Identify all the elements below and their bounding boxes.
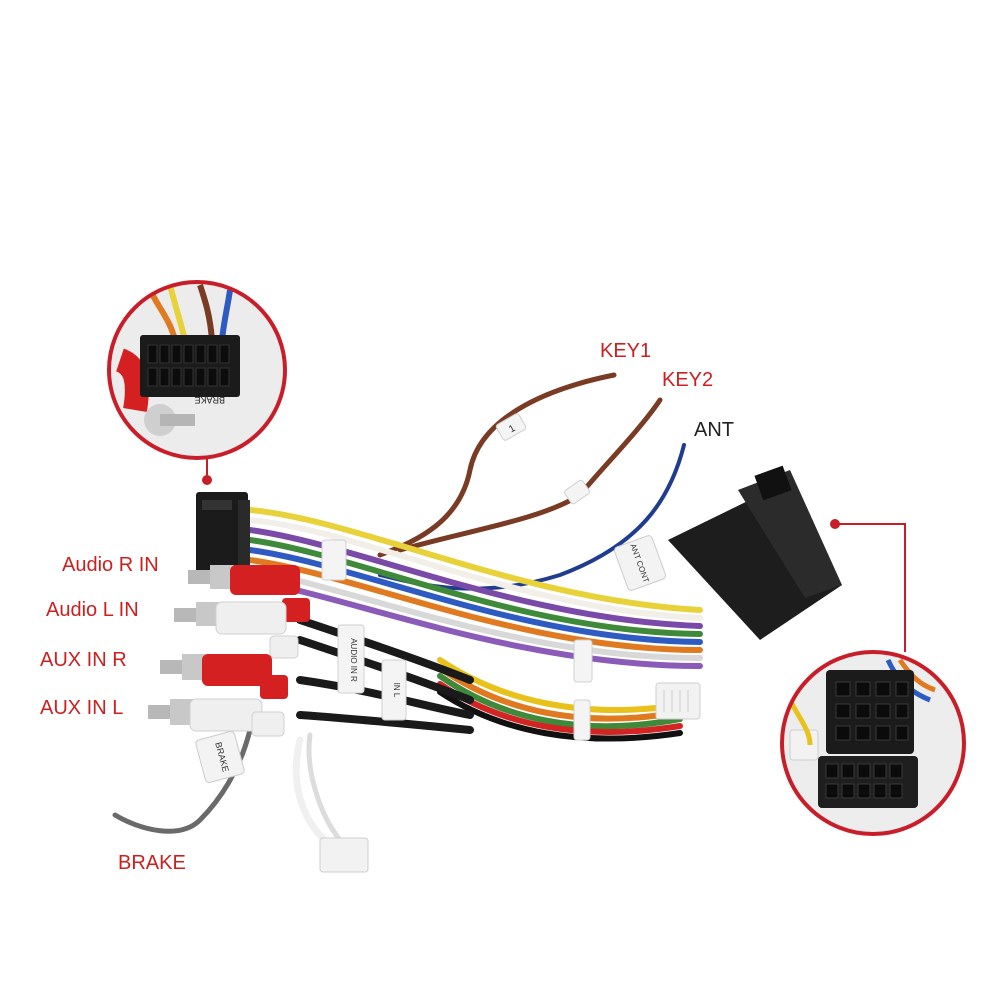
label-audio-r-in: Audio R IN [62,554,159,576]
white-lead [292,736,334,849]
callout-dot-right [830,519,840,529]
label-brake: BRAKE [118,852,186,874]
zoom-circle-right [780,650,966,836]
wire-tags: 1 ANT CONT AUDIO IN R IN L BRAKE [195,413,667,784]
bundle-tie-left [321,539,347,581]
right-iso-connector [668,465,842,640]
callout-lines [202,458,906,652]
callout-dot-left [202,475,212,485]
label-key1: KEY1 [600,340,652,362]
audio-tag2-text: IN L [392,683,401,698]
zoom-brake-tag-text: BRAKE [194,395,225,405]
label-aux-in-l: AUX IN L [40,697,124,719]
key2-tag [564,479,590,505]
label-aux-in-r: AUX IN R [40,649,127,671]
zoom-circle-right-border [780,650,966,836]
label-key2: KEY2 [662,369,714,391]
audio-tag-2 [381,659,407,721]
audio-tag [337,624,365,694]
key1-tag-text: 1 [507,423,518,436]
small-white-plug [655,682,701,720]
zoom-circle-left-border [107,280,287,460]
label-audio-l-in: Audio L IN [46,599,139,621]
ant-tag [613,535,667,591]
label-ant: ANT [694,419,734,441]
key2-wire [397,397,663,553]
brake-plug [319,837,369,873]
zoomed-16pin-socket [140,335,240,397]
rca-aux-in-r [160,654,288,699]
left-16pin-connector [196,492,250,578]
rca-audio-l-in [174,601,299,659]
key1-wire [377,372,617,558]
key1-tag [495,413,527,441]
rca-plugs [148,565,310,737]
callout-line-right [836,523,906,652]
zoom-circle-left: BRAKE [107,280,287,460]
rca-audio-r-in [188,565,310,622]
audio-tag-text: AUDIO IN R [349,638,358,682]
rca-aux-in-l [148,698,285,737]
bundle-tie-lower [573,699,591,741]
bundle-tie-mid [573,639,593,683]
brake-tag [195,730,245,784]
